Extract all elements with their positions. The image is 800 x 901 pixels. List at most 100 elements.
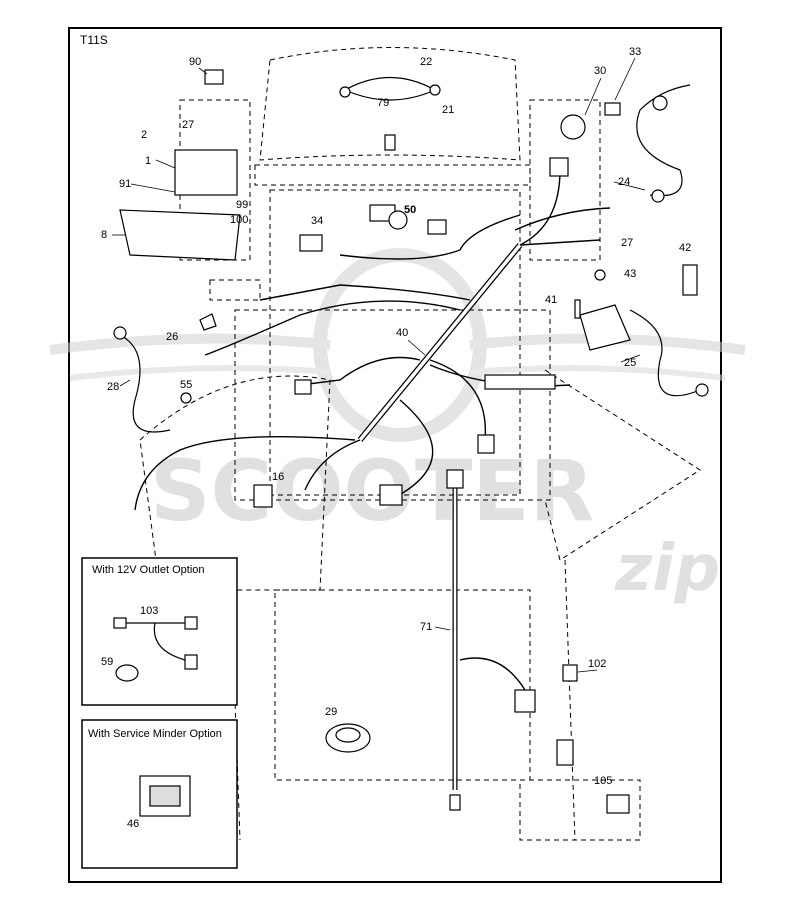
harness-right-sleeve <box>484 374 556 390</box>
callout-34: 34 <box>311 215 323 227</box>
callout-90: 90 <box>189 56 201 68</box>
outlet-branch <box>153 622 186 661</box>
console-outline <box>269 189 521 496</box>
dash-outline <box>254 164 531 186</box>
harness-branch-pto <box>429 359 487 441</box>
connector-key <box>549 157 569 177</box>
callout-105: 105 <box>594 775 612 787</box>
inset-boxes <box>81 557 238 869</box>
cable-24 <box>636 84 691 197</box>
callout-102: 102 <box>588 658 606 670</box>
leader-102 <box>577 669 598 673</box>
right-fender-outline <box>544 369 701 561</box>
harness-branch-16 <box>304 439 361 491</box>
cable-28 <box>119 334 171 433</box>
callout-103: 103 <box>140 605 158 617</box>
callout-28: 28 <box>107 381 119 393</box>
seat-switch-connector <box>379 484 403 506</box>
callout-55: 55 <box>180 379 192 391</box>
harness-trunk-inner <box>358 243 522 442</box>
callout-30: 30 <box>594 65 606 77</box>
harness-branch-50 <box>339 214 521 260</box>
harness-branch-seat <box>389 399 434 501</box>
harness-branch-right <box>519 239 601 246</box>
watermark-brand: SCOOTER <box>150 442 594 540</box>
inset-parts <box>113 616 198 817</box>
watermark-wings-lower <box>69 365 726 381</box>
relay-90 <box>204 69 224 85</box>
terminal-24-top <box>652 95 668 111</box>
headlight-connector <box>384 134 396 151</box>
switch-105 <box>606 794 630 814</box>
leader-71 <box>434 626 451 631</box>
harness-branch-ground <box>134 435 356 511</box>
components <box>113 69 709 814</box>
terminal-28 <box>113 326 127 340</box>
bolt-55 <box>180 392 192 404</box>
callout-50: 50 <box>404 204 416 216</box>
switch-16 <box>253 484 273 508</box>
cable-25 <box>629 309 701 397</box>
callout-8: 8 <box>101 229 107 241</box>
callout-41: 41 <box>545 294 557 306</box>
leader-lines <box>112 57 646 673</box>
outlet-plug <box>184 654 198 670</box>
leader-91 <box>130 183 176 193</box>
relay-102 <box>562 664 578 682</box>
diode-102 <box>556 739 574 766</box>
leader-40 <box>407 339 426 356</box>
callout-59: 59 <box>101 656 113 668</box>
callout-16: 16 <box>272 471 284 483</box>
nut-27 <box>594 269 606 281</box>
key-bay-outline <box>529 99 601 261</box>
callout-46: 46 <box>127 818 139 830</box>
callout-21: 21 <box>442 104 454 116</box>
harness-branch-16a <box>299 356 421 386</box>
harness-branch-left <box>259 284 471 301</box>
terminal-25 <box>695 383 709 397</box>
callout-100: 100 <box>230 214 248 226</box>
watermark-wings <box>49 333 746 355</box>
rear-harness-connector <box>446 469 464 489</box>
callout-27a: 27 <box>182 119 194 131</box>
bolt-41 <box>574 299 581 319</box>
solenoid-43 <box>579 304 631 351</box>
diagram-code: T11S <box>80 33 108 47</box>
connector-16a <box>294 379 312 395</box>
callout-91: 91 <box>119 178 131 190</box>
terminal-24-bottom <box>651 189 665 203</box>
callout-29: 29 <box>325 706 337 718</box>
callout-40: 40 <box>396 327 408 339</box>
seat-outline <box>274 589 531 781</box>
watermark-emblem <box>313 248 487 442</box>
callout-99: 99 <box>236 199 248 211</box>
callout-42: 42 <box>679 242 691 254</box>
main-harness <box>134 169 611 790</box>
battery-1 <box>174 149 238 196</box>
leader-25 <box>620 354 641 363</box>
callouts: 90 22 79 21 30 33 27 2 1 91 99 100 8 34 … <box>101 46 691 830</box>
callout-1: 1 <box>145 155 151 167</box>
inset-outlet-box <box>81 557 238 706</box>
rear-plug <box>449 794 461 811</box>
outlet-connector-left <box>113 617 127 629</box>
callout-27b: 27 <box>621 237 633 249</box>
fuse-holder-50 <box>388 210 408 230</box>
pto-switch <box>477 434 495 454</box>
leader-90 <box>198 67 208 75</box>
callout-33: 33 <box>629 46 641 58</box>
hood-outline <box>259 47 521 161</box>
callout-2: 2 <box>141 129 147 141</box>
callout-71: 71 <box>420 621 432 633</box>
headlight-right <box>429 84 441 96</box>
fuse-cover <box>427 219 447 235</box>
horn-29-inner <box>335 727 361 743</box>
callout-79: 79 <box>377 97 389 109</box>
inset-outlet-title: With 12V Outlet Option <box>92 564 205 576</box>
service-minder-46 <box>139 775 191 817</box>
callout-22: 22 <box>420 56 432 68</box>
callout-26: 26 <box>166 331 178 343</box>
watermark: SCOOTER zip <box>49 248 746 606</box>
connector-outline <box>209 279 261 301</box>
